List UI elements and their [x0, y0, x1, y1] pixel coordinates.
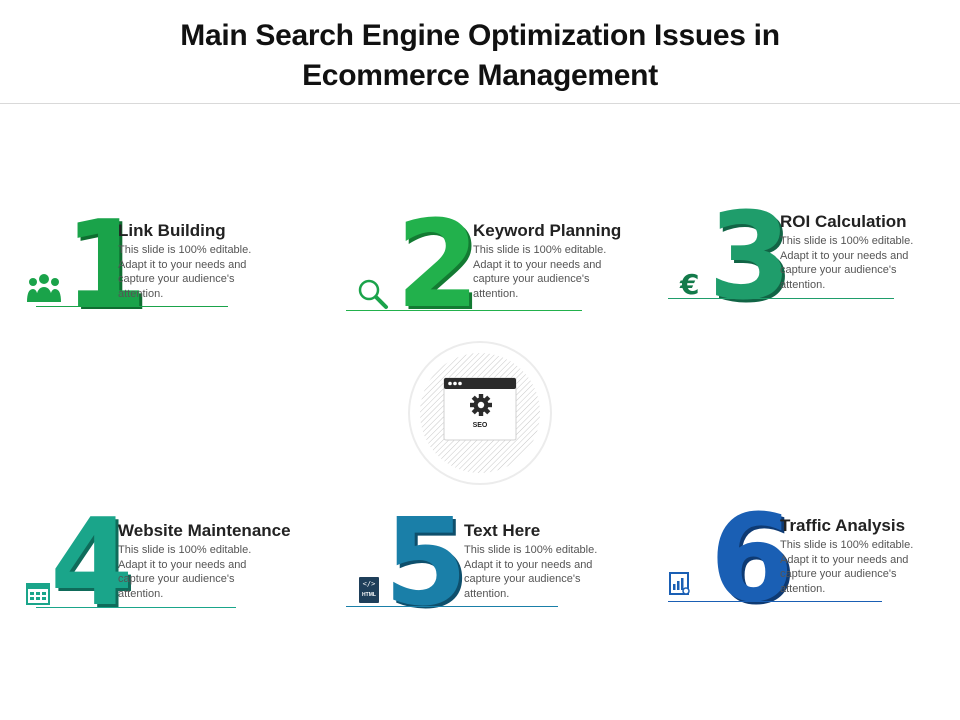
step-number: 3	[708, 188, 791, 327]
step-number: 6	[710, 490, 793, 629]
step-number: 4	[50, 494, 133, 633]
title-line-2: Ecommerce Management	[302, 59, 658, 92]
item-heading: Traffic Analysis	[780, 516, 906, 535]
step-number: 1	[64, 196, 147, 335]
item-description: This slide is 100% editable. Adapt it to…	[464, 544, 598, 600]
item-underline	[346, 606, 558, 607]
item-underline	[668, 298, 894, 299]
step-number: 5	[384, 494, 467, 633]
title-line-1: Main Search Engine Optimization Issues i…	[180, 19, 780, 52]
item-description: This slide is 100% editable. Adapt it to…	[780, 539, 914, 595]
slide-title: Main Search Engine Optimization Issues i…	[0, 16, 960, 96]
item-description: This slide is 100% editable. Adapt it to…	[118, 544, 252, 600]
item-underline	[668, 601, 882, 602]
code-brackets-icon: </>	[362, 580, 376, 588]
browser-gear-icon	[408, 341, 552, 485]
calendar-grid-icon	[26, 583, 50, 605]
item-heading: Text Here	[464, 521, 541, 540]
item-heading: Link Building	[118, 221, 226, 240]
title-divider	[0, 103, 960, 104]
item-underline	[346, 310, 582, 311]
item-heading: Website Maintenance	[118, 521, 291, 540]
item-description: This slide is 100% editable. Adapt it to…	[118, 244, 252, 300]
item-heading: Keyword Planning	[473, 221, 622, 240]
item-underline	[36, 607, 236, 608]
magnifier-icon	[358, 279, 388, 309]
seo-label: SEO	[472, 422, 488, 429]
item-description: This slide is 100% editable. Adapt it to…	[473, 244, 607, 300]
item-description: This slide is 100% editable. Adapt it to…	[780, 235, 914, 291]
item-heading: ROI Calculation	[780, 212, 907, 231]
seo-emblem: SEO	[407, 340, 553, 486]
html-file-icon: </> HTML	[359, 577, 379, 603]
users-group-icon	[27, 274, 61, 302]
euro-icon: €	[680, 268, 700, 301]
step-number: 2	[396, 196, 479, 335]
analytics-report-icon	[669, 572, 690, 595]
item-underline	[36, 306, 228, 307]
html-label: HTML	[362, 592, 376, 598]
